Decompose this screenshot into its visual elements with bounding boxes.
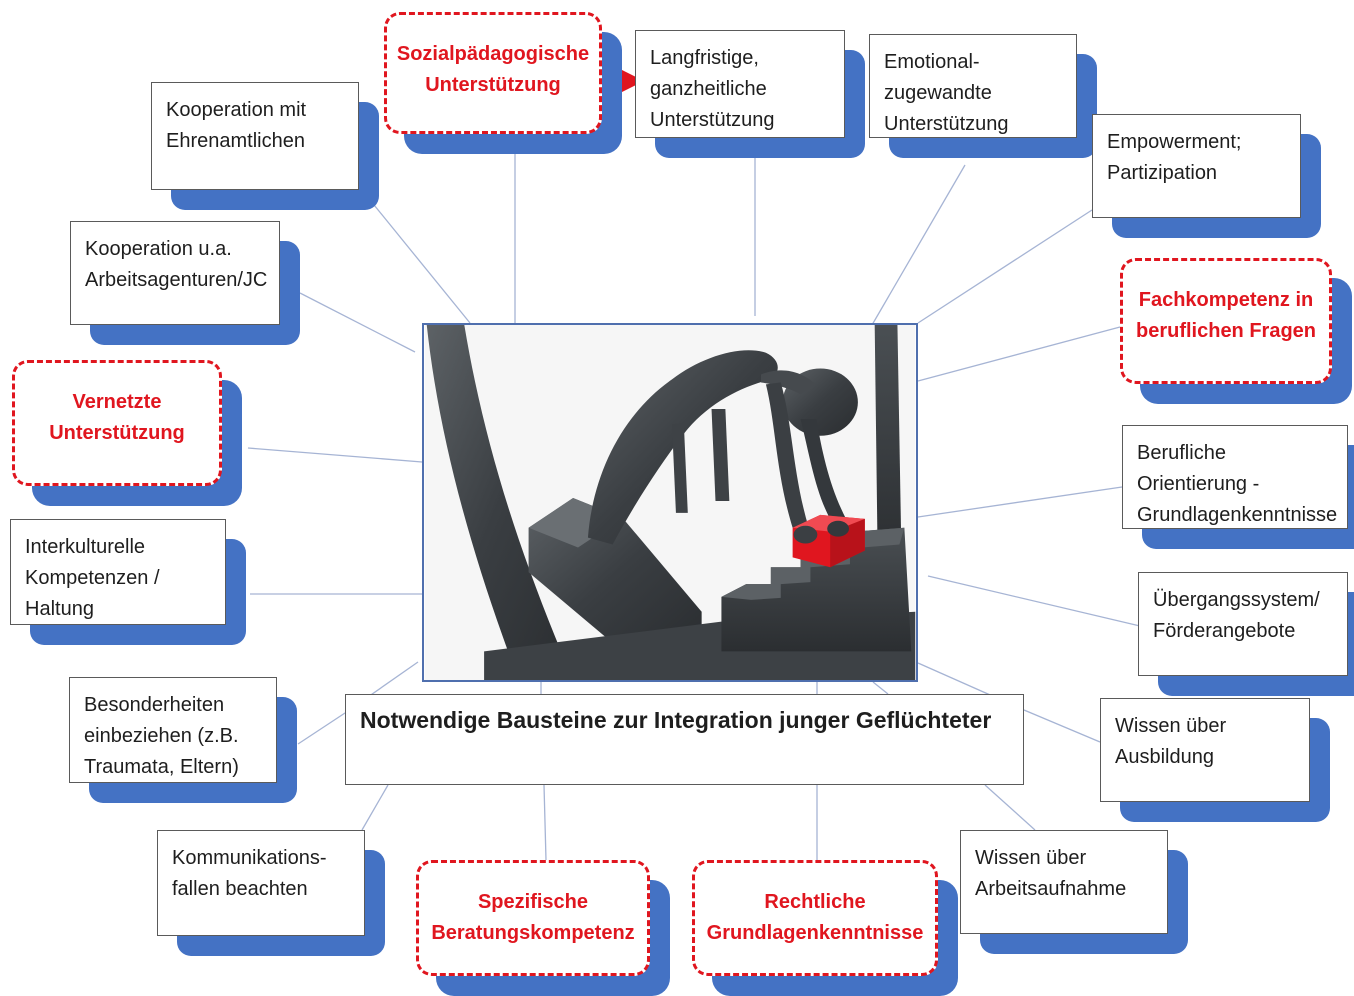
node-kooperation-agenturen: Kooperation u.a. Arbeitsagenturen/JC <box>70 221 300 345</box>
connector-line <box>917 326 1121 382</box>
diagram-title: Notwendige Bausteine zur Integration jun… <box>345 694 1024 785</box>
connector-line <box>361 784 389 831</box>
node-fachkompetenz: Fachkompetenz in beruflichen Fragen <box>1120 258 1352 404</box>
node-label: Spezifische Beratungskompetenz <box>416 860 650 976</box>
connector-line <box>927 575 1141 627</box>
node-langfristige: Langfristige, ganzheitliche Unterstützun… <box>635 30 865 158</box>
connector-line <box>1023 709 1101 743</box>
node-kommunikationsfallen: Kommunikations- fallen beachten <box>157 830 385 956</box>
connector-line <box>984 784 1036 831</box>
node-label: Wissen über Arbeitsaufnahme <box>960 830 1168 934</box>
node-kooperation-ehrenamt: Kooperation mit Ehrenamtlichen <box>151 82 379 210</box>
node-label: Wissen über Ausbildung <box>1100 698 1310 802</box>
node-uebergangssystem: Übergangssystem/ Förderangebote <box>1138 572 1354 696</box>
connector-line <box>369 199 471 324</box>
node-empowerment: Empowerment; Partizipation <box>1092 114 1321 238</box>
node-label: Langfristige, ganzheitliche Unterstützun… <box>635 30 845 138</box>
node-interkulturelle: Interkulturelle Kompetenzen / Haltung <box>10 519 246 645</box>
node-label: Kooperation u.a. Arbeitsagenturen/JC <box>70 221 280 325</box>
node-label: Fachkompetenz in beruflichen Fragen <box>1120 258 1332 384</box>
node-label: Besonderheiten einbeziehen (z.B. Traumat… <box>69 677 277 783</box>
connector-line <box>917 209 1093 324</box>
node-label: Vernetzte Unterstützung <box>12 360 222 486</box>
node-label: Interkulturelle Kompetenzen / Haltung <box>10 519 226 625</box>
node-vernetzte: Vernetzte Unterstützung <box>12 360 242 506</box>
node-label: Kommunikations- fallen beachten <box>157 830 365 936</box>
node-label: Sozialpädagogische Unterstützung <box>384 12 602 134</box>
node-wissen-arbeitsaufnahme: Wissen über Arbeitsaufnahme <box>960 830 1188 954</box>
node-rechtliche: Rechtliche Grundlagenkenntnisse <box>692 860 958 996</box>
connector-line <box>297 712 346 745</box>
connector-line <box>917 486 1123 518</box>
node-berufliche-orientierung: Berufliche Orientierung - Grundlagenkenn… <box>1122 425 1354 549</box>
node-label: Berufliche Orientierung - Grundlagenkenn… <box>1122 425 1348 529</box>
connector-line <box>543 784 547 861</box>
node-label: Emotional- zugewandte Unterstützung <box>869 34 1077 138</box>
node-label: Übergangssystem/ Förderangebote <box>1138 572 1348 676</box>
connector-line <box>872 681 889 695</box>
node-emotional: Emotional- zugewandte Unterstützung <box>869 34 1097 158</box>
connector-line <box>871 164 966 326</box>
node-spezifische: Spezifische Beratungskompetenz <box>416 860 670 996</box>
connector-line <box>247 447 423 463</box>
node-wissen-ausbildung: Wissen über Ausbildung <box>1100 698 1330 822</box>
node-label: Empowerment; Partizipation <box>1092 114 1301 218</box>
sculpture-photo <box>422 323 918 682</box>
node-besonderheiten: Besonderheiten einbeziehen (z.B. Traumat… <box>69 677 297 803</box>
connector-line <box>299 292 416 353</box>
node-label: Rechtliche Grundlagenkenntnisse <box>692 860 938 976</box>
sculpture-figure-red-block-icon <box>424 325 916 680</box>
node-label: Kooperation mit Ehrenamtlichen <box>151 82 359 190</box>
node-sozialpaedagogische: Sozialpädagogische Unterstützung <box>384 12 622 154</box>
